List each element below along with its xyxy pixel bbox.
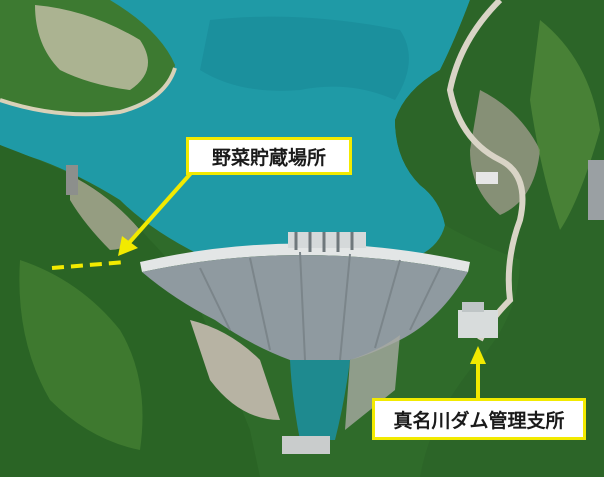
vegetable-storage-label: 野菜貯蔵場所 [186, 137, 352, 175]
left-tower [66, 165, 78, 195]
left-forest-highlight [19, 260, 143, 450]
left-rock-face [70, 175, 140, 250]
vegetable-storage-arrow-head [118, 236, 138, 256]
branch-office-arrow-head [470, 346, 486, 364]
right-forest-highlight [530, 20, 600, 230]
dam-face [142, 255, 468, 360]
branch-office-roof [462, 302, 484, 312]
dam-crest [140, 243, 470, 272]
mountain-road [446, 0, 526, 342]
vegetable-storage-arrow-shaft [126, 170, 194, 246]
vegetable-storage-dashed-line [51, 260, 127, 270]
peninsula-shore [0, 67, 177, 117]
branch-office-building [458, 310, 498, 338]
lake-shading [200, 16, 409, 101]
vegetable-storage-label-text: 野菜貯蔵場所 [211, 146, 326, 169]
right-bank-wall [345, 335, 400, 430]
downstream-building [282, 436, 330, 454]
dam-branch-office-label-text: 真名川ダム管理支所 [393, 409, 565, 432]
reservoir-lake [0, 0, 470, 255]
right-structure [588, 160, 604, 220]
left-bank-terraces [190, 320, 280, 420]
dam-face-stripes [199, 251, 441, 361]
road-building [476, 172, 498, 184]
downstream-channel [290, 360, 350, 440]
dam-spillway-gates [288, 232, 366, 248]
dam-gate-posts [294, 232, 354, 252]
peninsula-bare-slope [35, 5, 148, 90]
dam-branch-office-label: 真名川ダム管理支所 [372, 398, 586, 440]
